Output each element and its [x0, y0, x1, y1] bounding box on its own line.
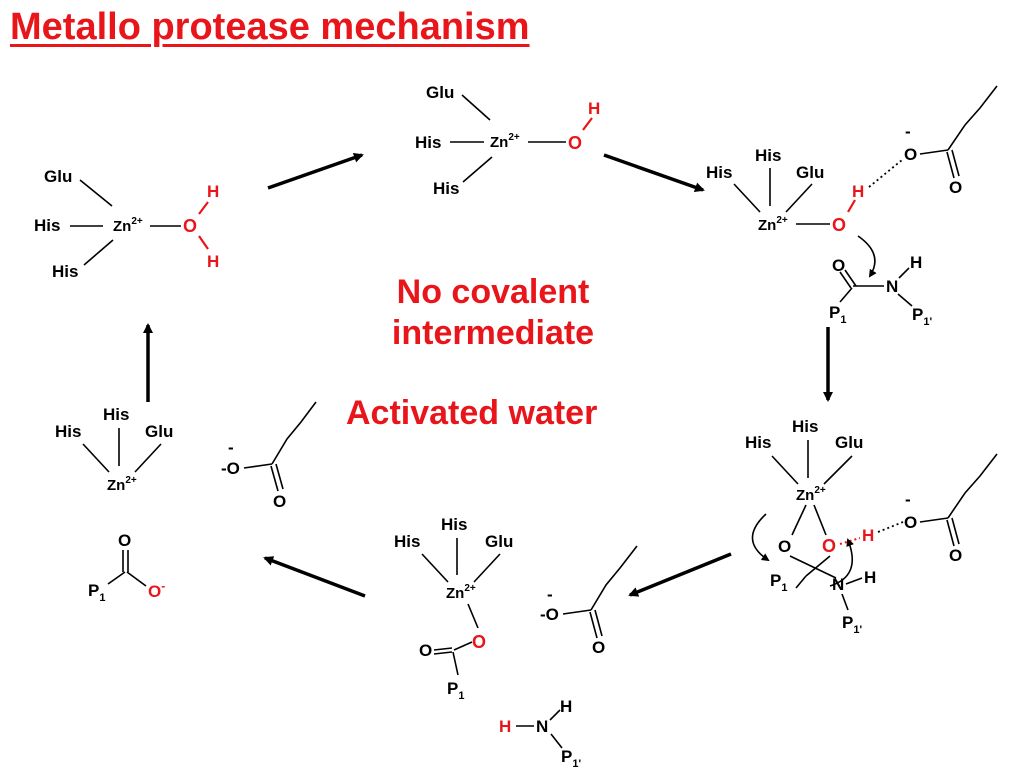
label-o: O: [778, 537, 791, 556]
label-his: His: [745, 433, 771, 452]
label-h: H: [588, 99, 600, 118]
label-h: H: [499, 717, 511, 736]
label-p1prime: P1': [842, 613, 862, 636]
label-o: O: [273, 492, 286, 511]
label-p1: P1: [88, 581, 105, 604]
label-minus: -: [547, 585, 553, 604]
label-glu: Glu: [485, 532, 513, 551]
label-glu: Glu: [145, 422, 173, 441]
note-line-1: No covalent: [396, 273, 590, 311]
label-his: His: [34, 216, 60, 235]
label-his: His: [103, 405, 129, 424]
note-activated-water: Activated water: [346, 394, 598, 432]
label-n: N: [536, 717, 548, 736]
label-his: His: [415, 133, 441, 152]
label-n: N: [832, 575, 844, 594]
label-o: O: [949, 178, 962, 197]
label-zn: Zn2+: [107, 475, 137, 494]
label-his: His: [792, 417, 818, 436]
label-p1: P1: [770, 571, 787, 594]
label-h: H: [862, 526, 874, 545]
label-o: O: [568, 133, 582, 153]
structure-zn-product: His His Glu Zn2+ O O P1 H H N P1': [394, 515, 581, 768]
arrow-1: [267, 152, 364, 190]
label-zn: Zn2+: [490, 132, 520, 151]
label-minus-o: -O: [221, 459, 240, 478]
label-o: O: [472, 632, 486, 652]
label-zn: Zn2+: [113, 216, 143, 235]
label-h: H: [852, 182, 864, 201]
arrow-4: [628, 552, 732, 597]
structure-tetrahedral-intermediate: His His Glu Zn2+ O O H - O O P1 N H P1': [745, 417, 998, 636]
label-o: O: [118, 531, 131, 550]
label-o: O: [904, 513, 917, 532]
label-minus-o: -O: [540, 605, 559, 624]
label-o: O: [904, 145, 917, 164]
label-zn: Zn2+: [446, 583, 476, 602]
note-line-2: intermediate: [391, 313, 595, 352]
label-minus: -: [905, 490, 911, 509]
structure-substrate-attack: His His Glu Zn2+ O H - O O O P1 N H P1': [706, 85, 998, 328]
label-h: H: [910, 253, 922, 272]
label-his: His: [433, 179, 459, 198]
note-no-covalent: No covalent intermediate: [378, 272, 608, 354]
label-h: H: [864, 568, 876, 587]
label-o: O: [822, 536, 836, 556]
label-his: His: [441, 515, 467, 534]
label-zn: Zn2+: [758, 215, 788, 234]
label-p1: P1: [447, 679, 464, 702]
label-his: His: [394, 532, 420, 551]
structure-zn-water: Glu His His Zn2+ O H H: [34, 167, 219, 281]
label-o: O: [419, 641, 432, 660]
arrow-5: [263, 556, 366, 598]
label-minus: -: [228, 438, 234, 457]
label-glu: Glu: [835, 433, 863, 452]
label-his: His: [755, 146, 781, 165]
label-o: O: [592, 638, 605, 657]
label-h: H: [207, 182, 219, 201]
label-glu: Glu: [796, 163, 824, 182]
label-his: His: [55, 422, 81, 441]
label-glu: Glu: [426, 83, 454, 102]
label-zn: Zn2+: [796, 485, 826, 504]
structure-zn-release: His His Glu Zn2+ O P1 O-: [55, 405, 173, 604]
label-o: O: [832, 215, 846, 235]
label-o: O: [832, 256, 845, 275]
label-h: H: [207, 252, 219, 271]
label-o: O: [183, 216, 197, 236]
label-h: H: [560, 697, 572, 716]
label-minus: -: [905, 122, 911, 141]
label-p1prime: P1': [912, 305, 932, 328]
label-p1: P1: [829, 303, 846, 326]
page-title: Metallo protease mechanism: [10, 6, 530, 48]
label-n: N: [886, 277, 898, 296]
label-p1prime: P1': [561, 747, 581, 768]
label-o-minus: O-: [148, 579, 165, 601]
structure-free-carboxylate-left: - -O O: [221, 401, 317, 511]
label-o: O: [949, 546, 962, 565]
label-glu: Glu: [44, 167, 72, 186]
label-his: His: [52, 262, 78, 281]
cycle-arrows: [143, 152, 833, 598]
structure-free-carboxylate-right: - -O O: [540, 545, 638, 657]
label-his: His: [706, 163, 732, 182]
structure-zn-hydroxide: Glu His His Zn2+ O H: [415, 83, 600, 198]
arrow-2: [603, 153, 705, 193]
